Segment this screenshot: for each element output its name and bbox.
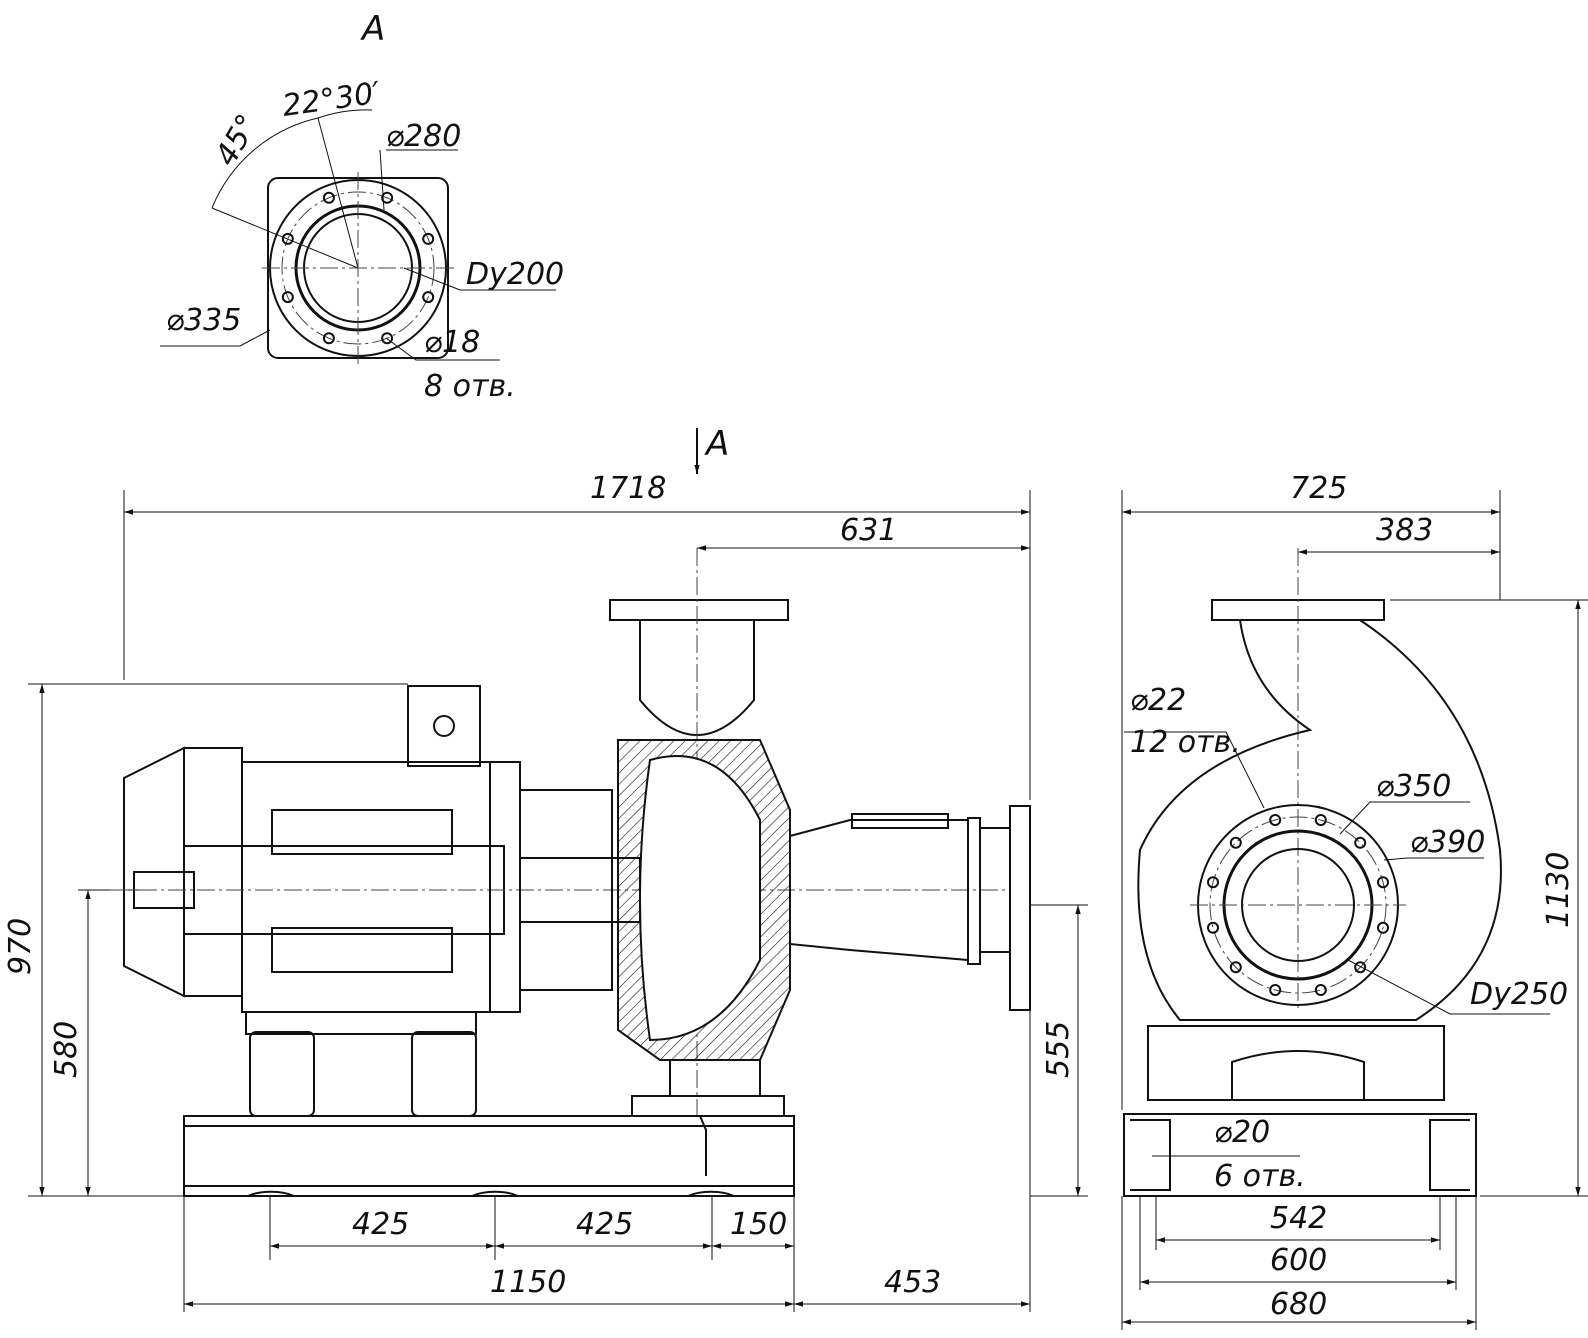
- suction-pipe-end: [979, 827, 1011, 953]
- terminal-box-gland: [433, 715, 455, 737]
- side-base-frame: [1123, 1113, 1477, 1197]
- angle-leader-2: [317, 117, 359, 269]
- bolt-hole: [322, 191, 335, 204]
- bolt-hole: [1314, 984, 1327, 996]
- bolt-hole: [1229, 961, 1242, 974]
- dim-18-count: 8 отв.: [424, 369, 516, 404]
- bolt-hole: [322, 332, 335, 345]
- angle-arc-22-30: [317, 109, 373, 119]
- dim-1718-label: 1718: [590, 471, 666, 506]
- side-channel-left: [1130, 1119, 1171, 1191]
- angle-leader-1: [211, 207, 359, 269]
- suction-flange: [1009, 805, 1031, 1011]
- dim-580-label: 580: [49, 1021, 84, 1078]
- flange-view-a: A 45° 22°30′ ⌀280 Dy200 ⌀335 ⌀18 8 отв.: [160, 9, 564, 404]
- dim-555-label: 555: [1041, 1021, 1076, 1078]
- dim-390-label: ⌀390: [1410, 825, 1485, 860]
- dim-425b-label: 425: [576, 1207, 633, 1242]
- impeller-cavity: [639, 755, 761, 1042]
- bolt-hole: [381, 332, 394, 345]
- suction-inspection-cover: [851, 813, 949, 829]
- bolt-hole: [1354, 961, 1367, 974]
- dim-150-label: 150: [730, 1207, 787, 1242]
- outlet-flange: [609, 599, 789, 621]
- dim-22-count: 12 отв.: [1130, 725, 1241, 760]
- dim-970-label: 970: [3, 918, 38, 975]
- suction-pipe-ring: [967, 817, 981, 965]
- view-arrow-label: A: [704, 424, 729, 464]
- bolt-hole: [1314, 814, 1327, 826]
- bolt-hole: [1207, 921, 1219, 934]
- angle-45-label: 45°: [209, 108, 266, 172]
- base-foot-1: [247, 1190, 295, 1197]
- flange-bolt-circle: [281, 191, 435, 345]
- dim-1150-label: 1150: [490, 1265, 566, 1300]
- bolt-hole: [422, 232, 435, 245]
- dim-425a-label: 425: [352, 1207, 409, 1242]
- bolt-hole: [1229, 836, 1242, 849]
- view-label-a: A: [360, 9, 385, 49]
- dim-350-label: ⌀350: [1376, 769, 1451, 804]
- dim-280-label: ⌀280: [386, 119, 461, 154]
- rotor-winding-bottom: [271, 927, 453, 973]
- leader-350: [1339, 801, 1470, 835]
- dim-631-label: 631: [840, 513, 897, 548]
- bolt-hole: [281, 232, 294, 245]
- leader-18: [385, 337, 500, 361]
- dim-20-label: ⌀20: [1214, 1115, 1270, 1150]
- bolt-hole: [281, 291, 294, 304]
- bolt-hole: [1269, 984, 1282, 996]
- side-volute-outline: [1137, 619, 1502, 1021]
- dim-600-label: 600: [1270, 1243, 1327, 1278]
- motor-housing: [241, 761, 491, 1013]
- flange-bolt-holes: [281, 191, 435, 345]
- leader-390: [1383, 857, 1484, 861]
- leader-dy200: [403, 267, 556, 291]
- dim-453-label: 453: [884, 1265, 941, 1300]
- dim-18-label: ⌀18: [424, 325, 480, 360]
- motor-foot-plate: [245, 1011, 477, 1035]
- side-pedestal: [1147, 1025, 1445, 1101]
- dim-680-label: 680: [1270, 1287, 1327, 1322]
- front-view: A 1718 631 970 580 555: [3, 424, 1088, 1312]
- base-foot-2: [471, 1190, 519, 1197]
- bolt-hole: [422, 291, 435, 304]
- motor-support-left: [249, 1031, 315, 1117]
- motor-support-right: [411, 1031, 477, 1117]
- bolt-hole: [381, 191, 394, 204]
- dim-542-label: 542: [1270, 1201, 1327, 1236]
- dim-dy250-label: Dy250: [1470, 977, 1568, 1012]
- leader-335: [160, 329, 271, 347]
- side-flange-bolt-holes: [1207, 814, 1389, 996]
- side-channel-right: [1429, 1119, 1470, 1191]
- base-frame-break: [699, 1115, 707, 1176]
- casing-foot: [631, 1095, 785, 1117]
- dim-335-label: ⌀335: [166, 303, 241, 338]
- bolt-hole: [1377, 921, 1389, 934]
- bolt-hole: [1269, 814, 1282, 826]
- dim-725-label: 725: [1290, 471, 1347, 506]
- angle-22-30-label: 22°30′: [280, 76, 382, 124]
- angle-arc-45: [211, 117, 319, 209]
- dim-1130-label: 1130: [1541, 852, 1576, 928]
- dim-dy200-label: Dy200: [466, 257, 564, 292]
- bolt-hole: [1207, 876, 1219, 889]
- base-foot-3: [687, 1190, 735, 1197]
- leader-280: [379, 149, 385, 211]
- rotor-winding-top: [271, 809, 453, 855]
- bolt-hole: [1354, 836, 1367, 849]
- dim-20-count: 6 отв.: [1214, 1159, 1306, 1194]
- base-frame: [183, 1115, 795, 1197]
- bolt-hole: [1377, 876, 1389, 889]
- side-pedestal-arch: [1231, 1050, 1365, 1100]
- side-view: 725 383 1130 ⌀22 12 отв. ⌀350 ⌀39: [1121, 471, 1588, 1330]
- dim-383-label: 383: [1376, 513, 1433, 548]
- leader-dy250: [1347, 959, 1550, 1015]
- motor-terminal-box: [407, 685, 481, 767]
- dim-22-label: ⌀22: [1130, 683, 1186, 718]
- leader-22: [1124, 731, 1265, 809]
